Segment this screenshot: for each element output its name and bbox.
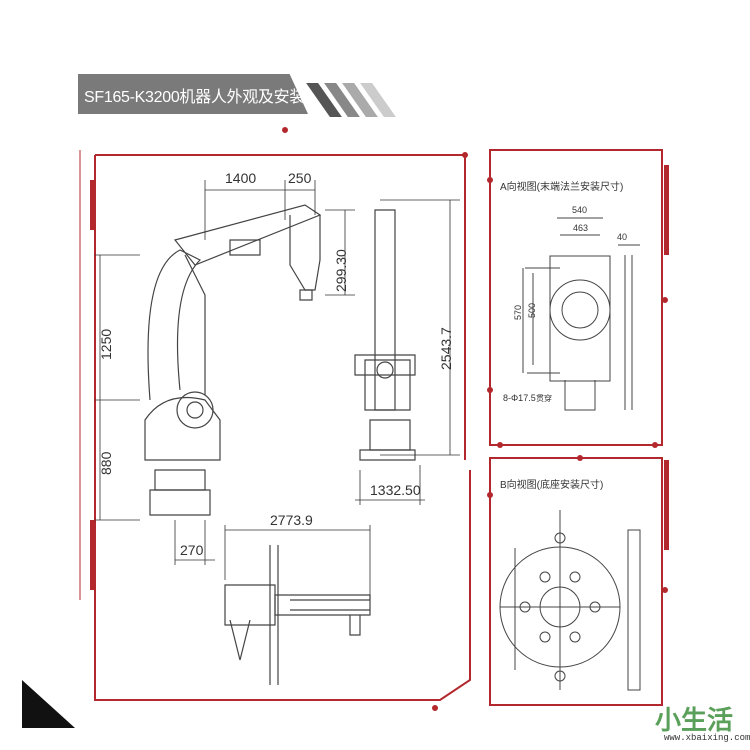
dimension-lines <box>95 180 460 600</box>
dim-upper-height: 1250 <box>98 328 114 360</box>
dim-a-outer-width: 540 <box>572 205 588 215</box>
dim-reach: 2773.9 <box>270 512 313 528</box>
dim-a-inner-height: 500 <box>527 302 537 318</box>
watermark-logo: 小生活 <box>655 705 734 735</box>
dim-top-length: 1400 <box>225 170 257 186</box>
view-a-title: A向视图(末端法兰安装尺寸) <box>500 182 624 193</box>
dim-wrist-drop: 299.30 <box>333 249 349 292</box>
robot-front-view <box>354 209 416 461</box>
dim-side-base: 1332.50 <box>370 482 421 498</box>
view-b-base <box>499 510 641 691</box>
view-a-flange <box>522 217 640 411</box>
dim-a-holes-note: 贯穿 <box>536 394 552 403</box>
watermark-url: www.xbaixing.com <box>664 733 750 743</box>
dim-total-height: 2543.7 <box>438 327 454 370</box>
dim-a-thickness: 40 <box>617 232 628 242</box>
page-title: SF165-K3200机器人外观及安装尺寸 <box>84 89 337 106</box>
dim-a-outer-height: 570 <box>513 304 523 320</box>
main-frame <box>79 149 663 706</box>
view-b-title: B向视图(底座安装尺寸) <box>500 480 604 491</box>
dim-top-offset: 250 <box>288 170 312 186</box>
robot-top-view <box>224 545 371 685</box>
dim-base-height: 880 <box>98 451 114 475</box>
dim-a-inner-width: 463 <box>573 223 589 233</box>
robot-side-view <box>144 204 322 516</box>
dim-base-offset: 270 <box>180 542 204 558</box>
corner-decor <box>22 680 75 728</box>
title-banner <box>78 74 308 114</box>
dim-a-holes: 8-Φ17.5 <box>503 393 536 403</box>
